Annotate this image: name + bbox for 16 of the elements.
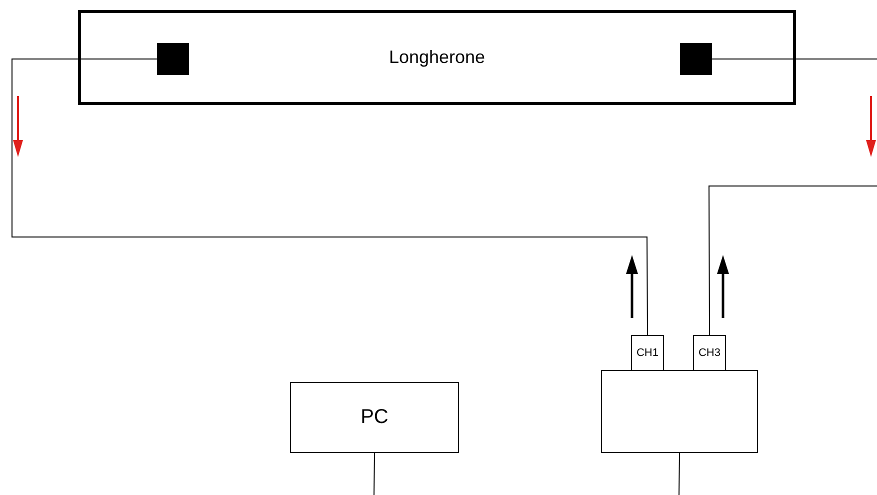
fiber-line: [712, 58, 877, 60]
node-label: PC: [360, 406, 388, 429]
sensor-block: [157, 43, 189, 75]
channel-port: [631, 335, 664, 371]
fiber-line: [12, 58, 648, 336]
sensor-block: [680, 43, 712, 75]
channel-port: [693, 335, 726, 371]
node-label: CH3: [698, 347, 720, 359]
fiber-line: [678, 452, 680, 495]
interrogator-box: [601, 370, 758, 453]
node-label: Longherone: [388, 47, 486, 68]
computer-box: [290, 382, 459, 453]
beam-box: [78, 10, 796, 105]
fiber-line: [708, 186, 877, 336]
fiber-line: [374, 452, 375, 495]
node-label: CH1: [636, 347, 658, 359]
